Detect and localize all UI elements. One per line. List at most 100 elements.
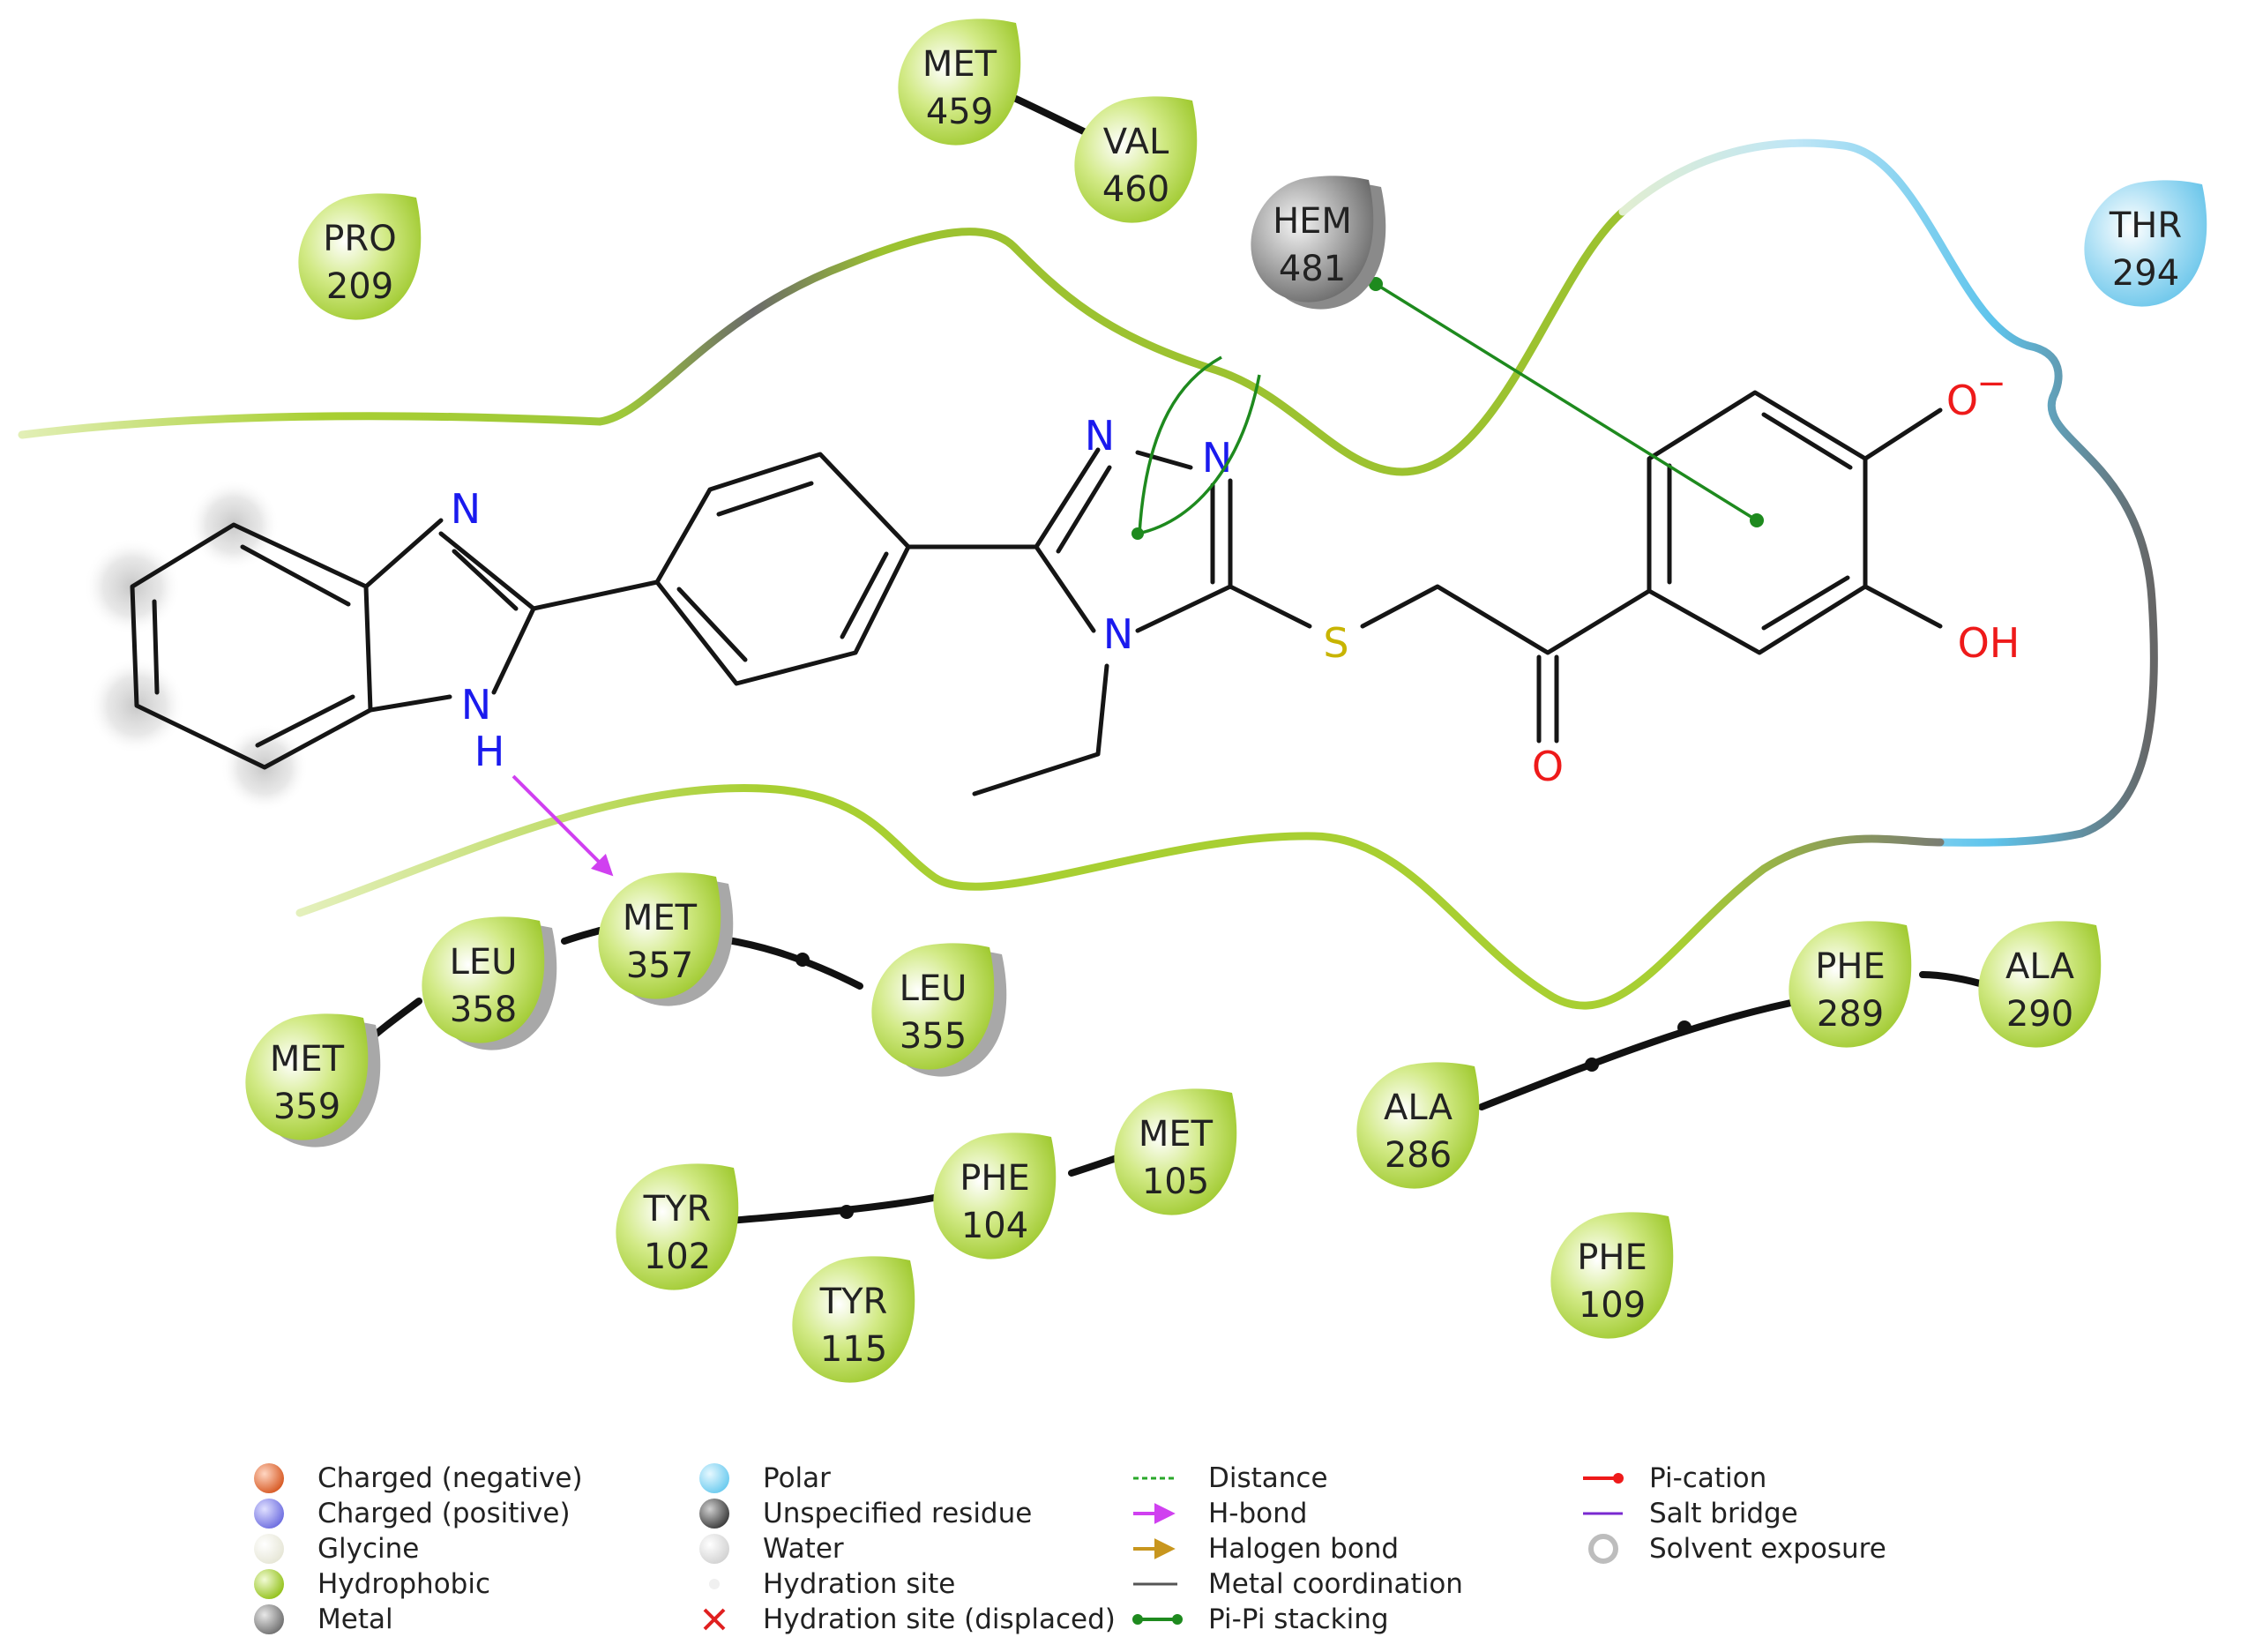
residue-number: 358 xyxy=(450,990,517,1030)
residue-leu358: LEU 358 xyxy=(422,916,557,1050)
legend-item-salt-bridge: Salt bridge xyxy=(1649,1498,1798,1529)
legend-item-glycine: Glycine xyxy=(317,1533,419,1565)
atom-labels: N N H N N N S O O − OH xyxy=(451,363,2020,790)
residue-name: PHE xyxy=(960,1158,1029,1199)
residue-name: MET xyxy=(922,44,997,85)
atom-n-triazole-1: N xyxy=(1085,412,1115,460)
residue-drop xyxy=(1978,921,2102,1048)
residue-drop xyxy=(792,1256,915,1383)
residue-name: HEM xyxy=(1273,201,1352,242)
pipi-endpoint xyxy=(1369,277,1383,291)
residue-number: 105 xyxy=(1142,1162,1209,1202)
residue-name: PHE xyxy=(1815,946,1885,987)
residue-name: THR xyxy=(2109,206,2182,246)
pocket-outline-right xyxy=(1618,138,2158,847)
residue-drop xyxy=(1356,1062,1480,1189)
residue-drop xyxy=(1789,921,1912,1048)
residue-number: 355 xyxy=(900,1016,967,1057)
legend-swatch-unspecified xyxy=(699,1499,729,1529)
legend-col3: Distance H-bond Halogen bond Metal coord… xyxy=(1132,1462,1463,1635)
residue-name: TYR xyxy=(643,1189,712,1230)
residue-met459: MET 459 xyxy=(898,19,1021,146)
backbone-nodes xyxy=(795,953,1692,1219)
residue-drop xyxy=(1550,1212,1674,1339)
residue-drop xyxy=(245,1013,369,1140)
residue-drop xyxy=(2084,180,2207,307)
residue-number: 459 xyxy=(926,92,993,132)
legend-item-water: Water xyxy=(763,1533,844,1565)
legend-item-charged-negative: Charged (negative) xyxy=(317,1462,583,1494)
atom-carbonyl-oxygen: O xyxy=(1532,743,1564,790)
backbone-ala286-phe289 xyxy=(1478,998,1803,1110)
thioether-chain xyxy=(1228,584,1652,655)
legend-swatch-pipi-dot xyxy=(1132,1614,1143,1625)
legend-item-hbond: H-bond xyxy=(1208,1498,1307,1529)
atom-sulfur: S xyxy=(1323,619,1348,667)
legend-swatch-pipi-dot xyxy=(1172,1614,1183,1625)
atom-phenolate-charge: − xyxy=(1976,363,2006,404)
pocket-outline-bottom xyxy=(295,784,1945,1010)
residue-drop xyxy=(871,943,995,1070)
legend-swatch-hydration-displaced-icon xyxy=(703,1608,726,1631)
pocket-outline-top xyxy=(18,207,1627,476)
residue-number: 286 xyxy=(1385,1135,1452,1176)
residue-drop xyxy=(616,1163,739,1290)
atom-n-imidazole: N xyxy=(451,485,481,533)
hbond-nh-met357 xyxy=(512,774,614,877)
atom-n-triazole-2: N xyxy=(1202,434,1232,482)
residue-number: 115 xyxy=(820,1329,887,1370)
triazole-bonds xyxy=(1034,447,1233,633)
residue-number: 359 xyxy=(273,1087,340,1127)
legend-item-metal-coordination: Metal coordination xyxy=(1208,1568,1463,1600)
residue-drop xyxy=(1074,96,1198,223)
atom-nh-nitrogen: N xyxy=(461,681,491,729)
residue-drop xyxy=(1114,1088,1237,1215)
residue-drop xyxy=(422,916,545,1043)
legend-item-hydration-displaced: Hydration site (displaced) xyxy=(763,1603,1116,1635)
backbone-tyr102-phe104 xyxy=(715,1192,952,1225)
residue-name: ALA xyxy=(1384,1088,1453,1128)
ethyl-group xyxy=(972,663,1109,796)
residue-number: 294 xyxy=(2112,253,2179,294)
phenyl-inner-bonds xyxy=(676,481,889,662)
residue-drop xyxy=(933,1132,1057,1260)
residues: MET459VAL460PRO209HEM481THR294MET357LEU3… xyxy=(245,19,2207,1383)
pipi-curve-triazole xyxy=(1137,374,1261,535)
legend-col2: Polar Unspecified residue Water Hydratio… xyxy=(699,1462,1116,1635)
pipi-endpoint xyxy=(1750,513,1764,527)
residue-drop xyxy=(1251,176,1374,303)
atom-phenolate-oxygen: O xyxy=(1946,377,1978,424)
atom-hydroxyl: OH xyxy=(1958,619,2020,667)
pipi-hem481-catechol xyxy=(1375,282,1758,522)
legend-item-pipi-stacking: Pi-Pi stacking xyxy=(1208,1603,1389,1635)
carbonyl-bond xyxy=(1536,654,1559,744)
legend-item-unspecified-residue: Unspecified residue xyxy=(763,1498,1032,1529)
residue-name: PHE xyxy=(1577,1237,1647,1278)
interactions xyxy=(512,277,1764,877)
residue-name: TYR xyxy=(819,1282,888,1322)
residue-number: 109 xyxy=(1579,1285,1646,1326)
pipi-endpoint xyxy=(1131,527,1144,540)
residue-name: LEU xyxy=(450,942,518,983)
triazole-double-bonds xyxy=(1056,465,1215,585)
residue-name: MET xyxy=(1139,1114,1214,1155)
legend-col1: Charged (negative) Charged (positive) Gl… xyxy=(254,1462,583,1635)
residue-name: MET xyxy=(623,898,698,938)
legend-swatch-hydrophobic xyxy=(254,1569,284,1599)
backbone-node xyxy=(1585,1058,1599,1072)
residue-number: 460 xyxy=(1102,169,1169,210)
residue-number: 209 xyxy=(326,266,393,307)
residue-name: ALA xyxy=(2005,946,2075,987)
residue-tyr115: TYR 115 xyxy=(792,1256,915,1383)
ligand-skeleton xyxy=(130,390,1943,796)
residue-drop xyxy=(598,872,721,999)
legend-swatch-pi-cation-dot xyxy=(1613,1473,1624,1484)
phenyl-ring xyxy=(654,452,911,686)
